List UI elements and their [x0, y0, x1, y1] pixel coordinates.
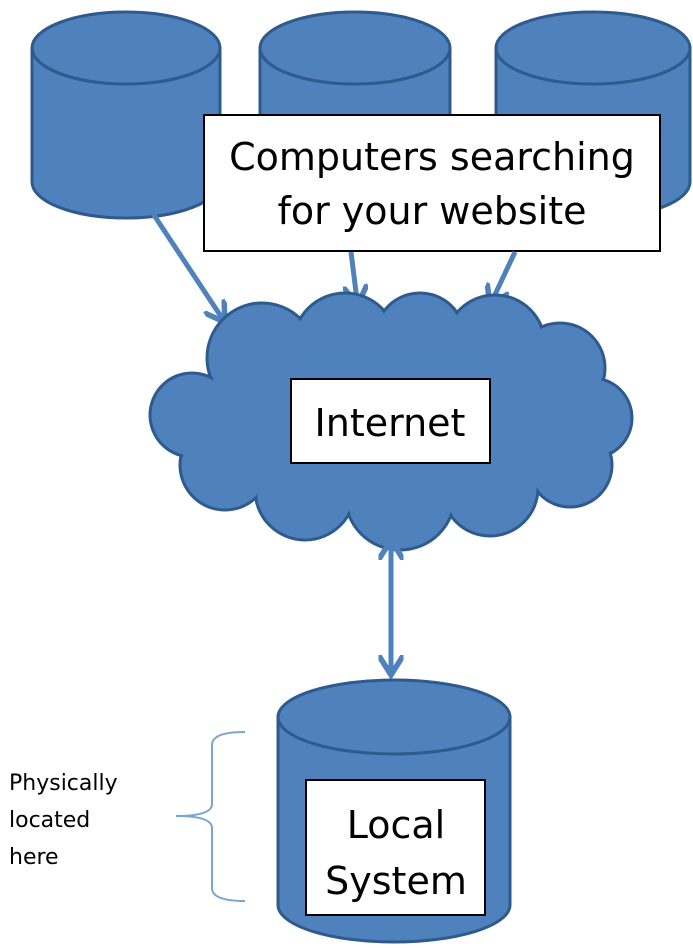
- annotation-line-3: here: [9, 845, 59, 870]
- curly-bracket: [175, 731, 246, 902]
- internet-label-box: Internet: [290, 378, 491, 464]
- caption-line-1: Computers searching: [229, 135, 635, 179]
- caption-line-2: for your website: [277, 189, 586, 233]
- remote-computer-1: [30, 10, 222, 220]
- arrow-computer-2-internet: [351, 251, 357, 300]
- internet-label: Internet: [315, 401, 466, 445]
- local-system-label-box: Local System: [305, 779, 486, 916]
- internet-cloud: [148, 291, 634, 552]
- annotation-line-2: located: [9, 808, 90, 833]
- local-system-line-1: Local: [347, 803, 446, 847]
- arrow-computer-3-internet: [492, 250, 518, 301]
- arrow-computer-1-internet: [142, 197, 222, 318]
- location-annotation: Physically located here: [9, 771, 118, 870]
- local-system-line-2: System: [325, 859, 467, 903]
- annotation-line-1: Physically: [9, 771, 118, 796]
- caption-box: Computers searching for your website: [203, 114, 661, 252]
